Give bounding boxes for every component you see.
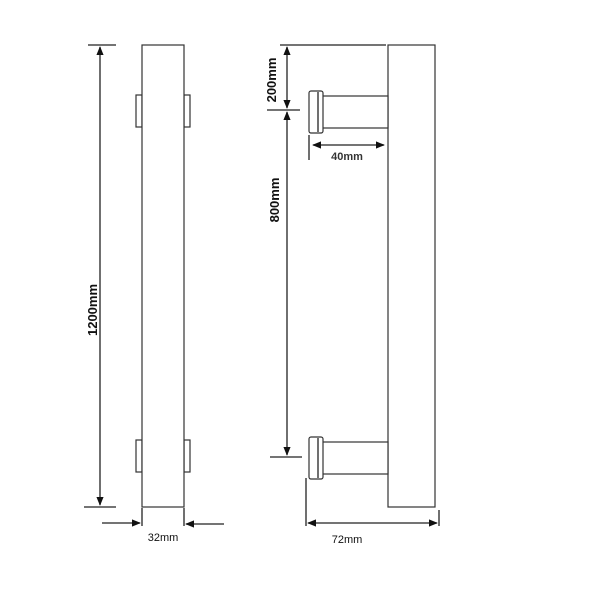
dim-32-label: 32mm: [148, 532, 179, 544]
front-tab-bottom-left: [135, 439, 143, 473]
front-tab-bottom-right: [183, 439, 191, 473]
side-view: 200mm 800mm 40mm 72mm: [264, 44, 440, 546]
dim-40-label: 40mm: [331, 151, 363, 163]
front-view: 1200mm 32mm: [84, 44, 224, 544]
side-bar: [387, 44, 436, 508]
dim-800-label: 800mm: [267, 178, 282, 223]
standoff-cap-top: [308, 90, 324, 134]
dim-1200-label: 1200mm: [85, 284, 100, 336]
front-bar: [141, 44, 185, 508]
front-tab-top-left: [135, 94, 143, 128]
dim-200-label: 200mm: [264, 58, 279, 103]
standoff-rod-bottom: [321, 441, 389, 475]
dim-72-label: 72mm: [332, 534, 363, 546]
front-tab-top-right: [183, 94, 191, 128]
standoff-cap-bottom: [308, 436, 324, 480]
standoff-rod-top: [321, 95, 389, 129]
